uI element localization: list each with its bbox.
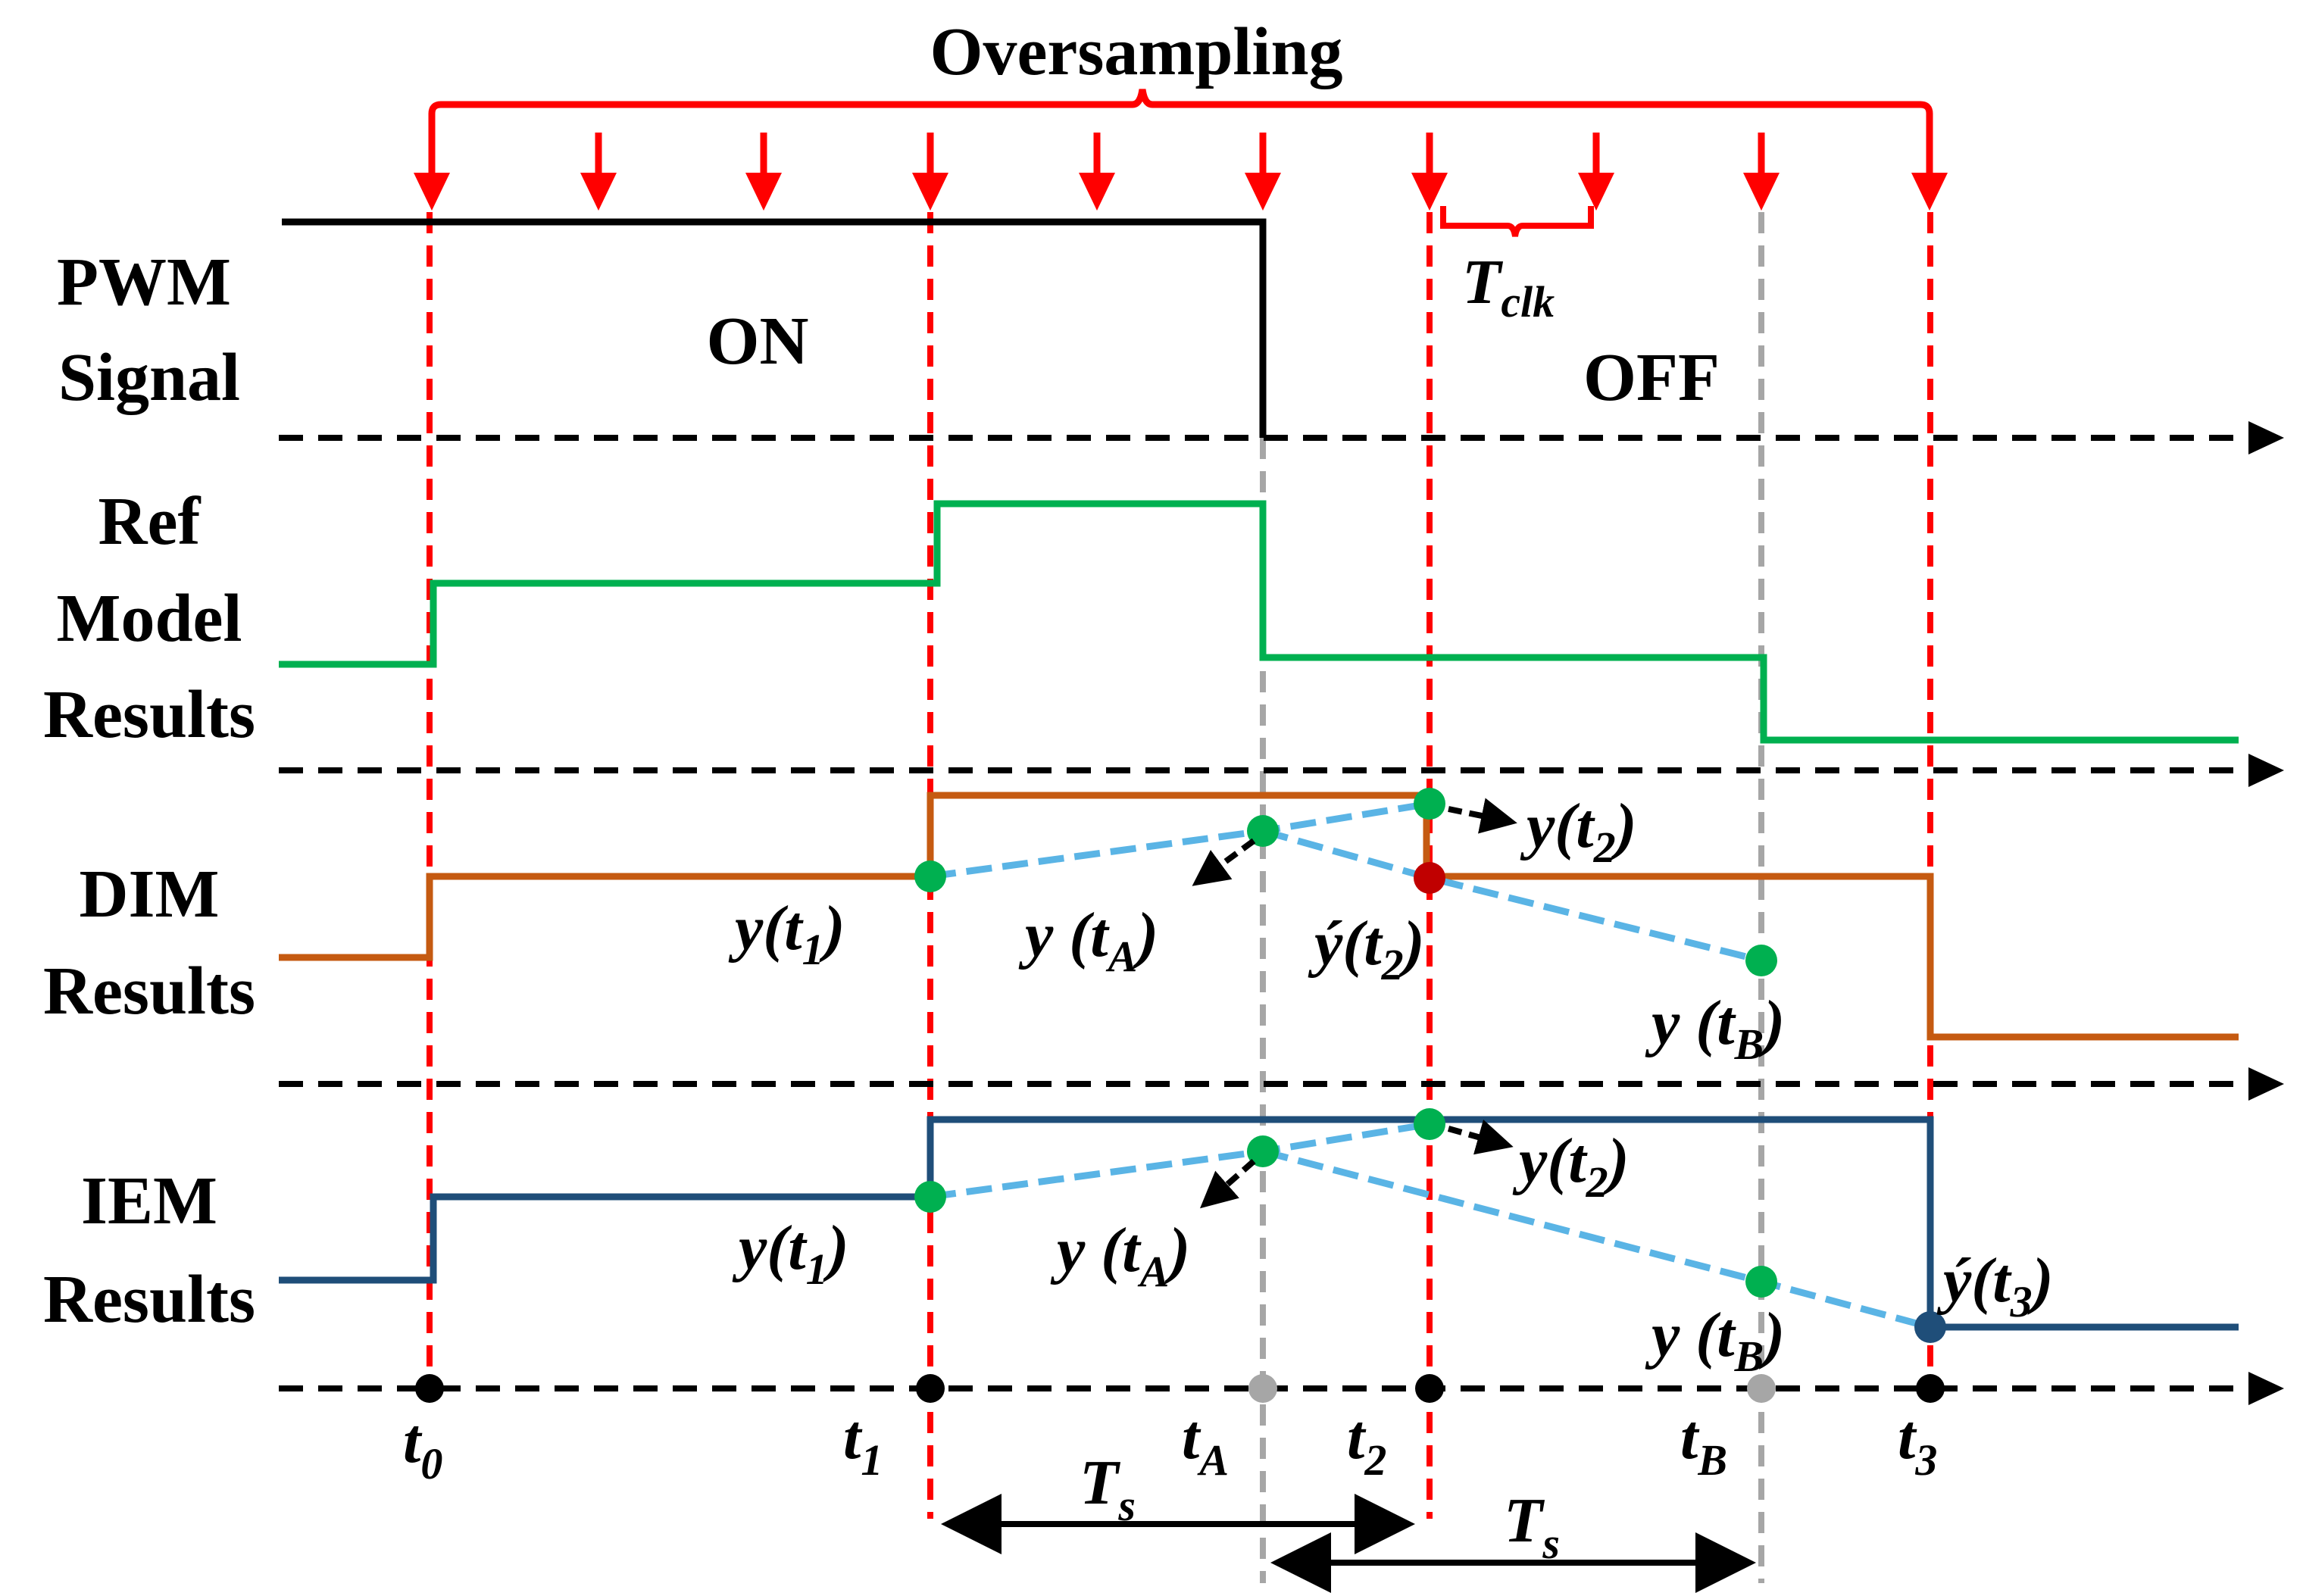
sampling-arrow-head <box>1079 173 1115 211</box>
pwm-label-1: PWM <box>57 245 231 320</box>
sampling-arrow <box>1245 133 1281 211</box>
sampling-arrow-head <box>1743 173 1780 211</box>
pwm-on-label: ON <box>707 304 809 379</box>
tick-label-t2: t2 <box>1347 1402 1386 1485</box>
ts-label-2: Ts <box>1504 1485 1560 1568</box>
iem-label-y-tA: y (tA) <box>1050 1215 1190 1296</box>
iem-point-t1 <box>914 1181 946 1213</box>
sampling-arrows <box>414 133 1948 211</box>
dim-label-yp-t2: ý(t2) <box>1308 908 1425 989</box>
ref-label-2: Model <box>57 581 242 656</box>
tick-label-t0: t0 <box>403 1406 442 1488</box>
dim-extrapolation-line <box>1261 827 1763 964</box>
sampling-arrow-head <box>580 173 617 211</box>
iem-label-1: IEM <box>81 1163 217 1238</box>
sampling-arrow-head <box>912 173 948 211</box>
tick-label-tA: tA <box>1182 1402 1229 1485</box>
sampling-arrow-head <box>414 173 450 211</box>
iem-waveform <box>279 1116 2239 1331</box>
iem-interpolation-line <box>930 1120 1430 1201</box>
iem-label-yp-t3: ý(t3) <box>1936 1245 2054 1326</box>
tick-dot-t2 <box>1415 1374 1444 1403</box>
pwm-label-2: Signal <box>58 340 240 415</box>
tick-dot-t3 <box>1916 1374 1945 1403</box>
dim-point-tB <box>1745 945 1777 976</box>
tick-label-tB: tB <box>1680 1402 1727 1485</box>
ref-label-1: Ref <box>98 484 202 559</box>
oversampling-brace <box>428 89 1933 155</box>
ref-model-waveform <box>279 500 2239 744</box>
dim-label-2: Results <box>43 954 255 1029</box>
ref-axis-arrowhead <box>2248 754 2284 787</box>
sampling-arrow <box>1079 133 1115 211</box>
sampling-arrow <box>912 133 948 211</box>
iem-arrow-tA <box>1199 1158 1256 1209</box>
row-labels: PWM Signal Ref Model Results DIM Results… <box>43 245 255 1337</box>
clock-period-bracket <box>1440 206 1594 237</box>
iem-corrected-point-t3 <box>1914 1311 1946 1343</box>
tick-label-t1: t1 <box>843 1402 883 1485</box>
dim-label-y-tA: y (tA) <box>1018 900 1158 981</box>
sampling-arrow-head <box>1245 173 1281 211</box>
dim-label-y-t2: y(t2) <box>1520 791 1637 872</box>
sampling-arrow <box>1411 133 1448 211</box>
dim-corrected-point-t2 <box>1414 862 1445 894</box>
iem-axis-arrowhead <box>2248 1372 2284 1405</box>
time-tick-dots <box>415 1374 1945 1403</box>
dim-point-tA <box>1247 815 1279 847</box>
sampling-arrow-head <box>1911 173 1948 211</box>
sampling-arrow <box>745 133 782 211</box>
dim-arrow-tA <box>1192 838 1256 886</box>
tick-dot-t1 <box>916 1374 945 1403</box>
iem-point-t2 <box>1414 1108 1445 1140</box>
iem-point-tA <box>1247 1135 1279 1167</box>
iem-arrow-t2 <box>1447 1120 1514 1155</box>
ts-label-1: Ts <box>1080 1448 1136 1530</box>
dim-label-y-t1: y(t1) <box>728 893 845 974</box>
tick-dot-tA <box>1248 1374 1277 1403</box>
tick-label-t3: t3 <box>1898 1402 1937 1485</box>
dim-interpolation-line <box>930 800 1430 880</box>
iem-label-y-t2: y(t2) <box>1512 1126 1630 1207</box>
dim-waveform <box>279 792 2239 1041</box>
sampling-arrow-head <box>745 173 782 211</box>
dim-label-y-tB: y (tB) <box>1645 988 1785 1069</box>
pwm-off-label: OFF <box>1583 340 1720 415</box>
iem-label-y-tB: y (tB) <box>1645 1300 1785 1381</box>
time-markers <box>427 212 1933 1583</box>
iem-label-2: Results <box>43 1262 255 1337</box>
dim-point-t1 <box>914 860 946 892</box>
sampling-arrow <box>1743 133 1780 211</box>
iem-label-y-t1: y(t1) <box>732 1213 849 1294</box>
dim-point-t2 <box>1414 788 1445 820</box>
iem-point-tB <box>1745 1266 1777 1298</box>
sampling-arrow <box>1911 144 1948 211</box>
tick-dot-t0 <box>415 1374 444 1403</box>
diagram-title: Oversampling <box>930 14 1342 89</box>
clock-period-label: Tclk <box>1462 247 1555 326</box>
sampling-arrow <box>580 133 617 211</box>
sampling-arrow <box>414 144 450 211</box>
pwm-waveform <box>282 218 1267 438</box>
ref-label-3: Results <box>43 677 255 752</box>
sampling-arrow-head <box>1411 173 1448 211</box>
dim-arrow-t2 <box>1448 798 1517 834</box>
dim-axis-arrowhead <box>2248 1067 2284 1101</box>
sampling-arrow-head <box>1578 173 1614 211</box>
tick-dot-tB <box>1747 1374 1776 1403</box>
dim-label-1: DIM <box>80 857 220 932</box>
pwm-axis-arrowhead <box>2248 421 2284 454</box>
sampling-arrow <box>1578 133 1614 211</box>
